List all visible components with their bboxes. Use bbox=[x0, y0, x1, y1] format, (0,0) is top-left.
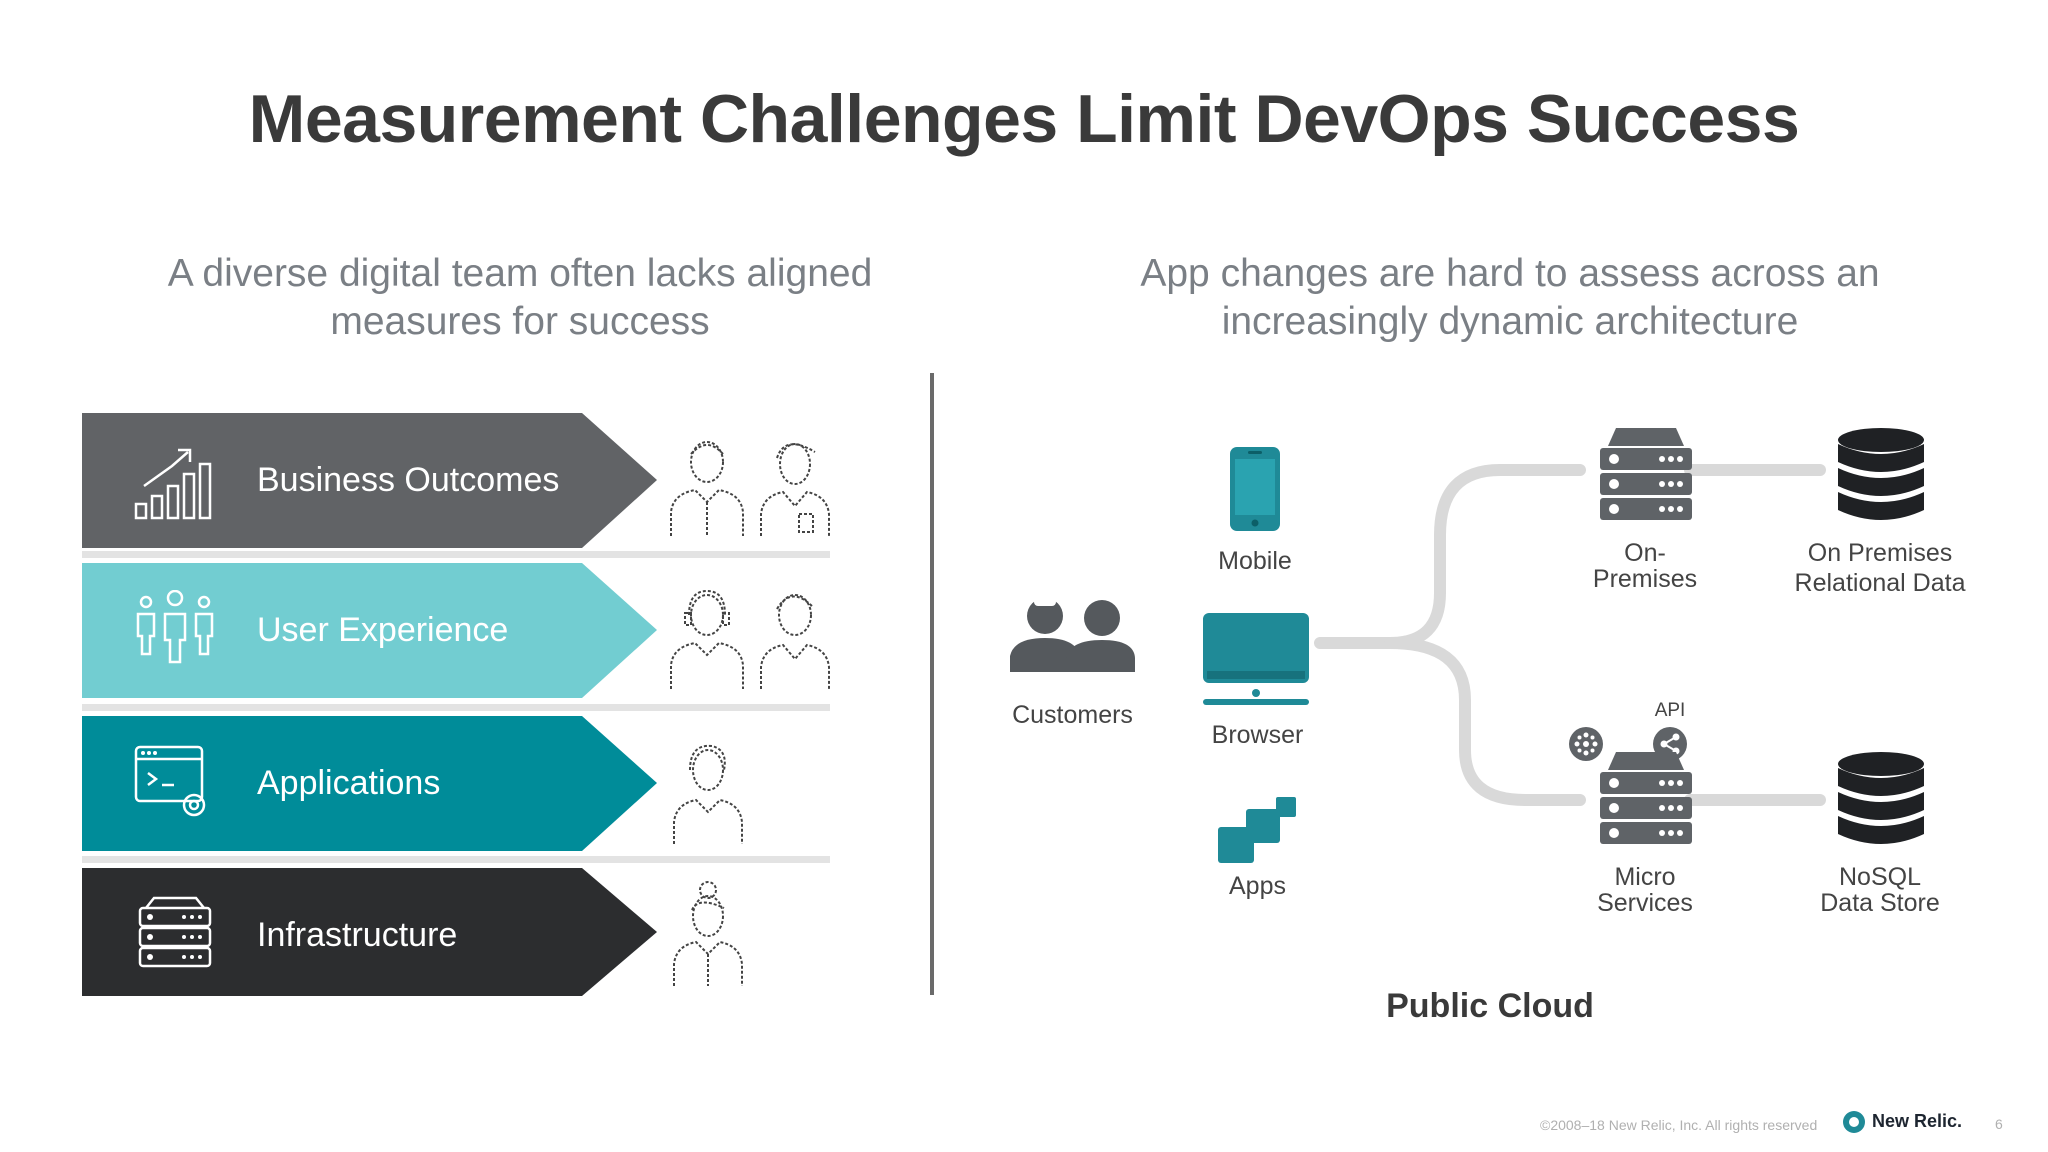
api-label: API bbox=[1654, 700, 1686, 721]
user-group-icon bbox=[136, 590, 214, 664]
relational-data-label-line2: Relational Data bbox=[1794, 569, 1966, 597]
band-separator bbox=[82, 704, 830, 711]
page-number: 6 bbox=[1995, 1116, 2003, 1132]
band-applications: Applications bbox=[82, 716, 657, 851]
person-sketch-icon bbox=[760, 443, 830, 536]
on-premises-label-line2: Premises bbox=[1592, 565, 1698, 593]
micro-services-label-line2: Services bbox=[1597, 889, 1693, 917]
band-label: Business Outcomes bbox=[257, 461, 560, 499]
apps-label: Apps bbox=[1229, 872, 1286, 900]
nosql-label-line1: NoSQL bbox=[1839, 863, 1921, 891]
band-separator bbox=[82, 856, 830, 863]
slide-title: Measurement Challenges Limit DevOps Succ… bbox=[248, 81, 1800, 157]
nosql-label-line2: Data Store bbox=[1820, 889, 1940, 917]
relational-database-icon bbox=[1838, 428, 1924, 520]
code-window-gear-icon bbox=[134, 745, 206, 817]
band-arrow-shape bbox=[82, 868, 657, 996]
public-cloud-label: Public Cloud bbox=[1386, 987, 1594, 1025]
new-relic-logo-icon bbox=[1843, 1111, 1865, 1133]
left-subtitle: A diverse digital team often lacks align… bbox=[167, 252, 873, 343]
band-arrow-shape bbox=[82, 563, 657, 698]
mobile-label: Mobile bbox=[1218, 547, 1292, 575]
new-relic-logo-text: New Relic. bbox=[1872, 1111, 1963, 1131]
copyright-text: ©2008–18 New Relic, Inc. All rights rese… bbox=[1540, 1117, 1818, 1133]
person-sketch-icon bbox=[670, 441, 744, 536]
apps-icon bbox=[1218, 797, 1296, 863]
band-user-experience: User Experience bbox=[82, 563, 657, 698]
micro-services-server-icon bbox=[1600, 752, 1692, 844]
right-subtitle: App changes are hard to assess across an… bbox=[1140, 252, 1880, 343]
relational-data-label-line1: On Premises bbox=[1807, 539, 1953, 567]
band-label: Applications bbox=[257, 764, 441, 802]
band-label: User Experience bbox=[257, 611, 509, 649]
band-arrow-shape bbox=[82, 716, 657, 851]
band-infrastructure: Infrastructure bbox=[82, 868, 657, 1003]
person-sketch-icon bbox=[760, 594, 830, 689]
browser-label: Browser bbox=[1211, 721, 1304, 749]
person-sketch-icon bbox=[673, 744, 743, 844]
on-premises-label-line1: On- bbox=[1624, 539, 1666, 567]
micro-services-label-line1: Micro bbox=[1614, 863, 1676, 891]
column-divider bbox=[930, 373, 934, 995]
person-sketch-icon bbox=[673, 881, 743, 986]
customers-label: Customers bbox=[1012, 701, 1133, 729]
service-hub-icon bbox=[1569, 727, 1603, 761]
server-rack-icon bbox=[138, 896, 212, 968]
browser-monitor-icon bbox=[1203, 613, 1309, 705]
band-label: Infrastructure bbox=[257, 916, 458, 954]
band-arrow-shape bbox=[82, 413, 657, 548]
nosql-database-icon bbox=[1838, 752, 1924, 844]
growth-chart-icon bbox=[134, 448, 212, 520]
mobile-phone-icon bbox=[1230, 447, 1280, 531]
band-separator bbox=[82, 551, 830, 558]
on-premises-server-icon bbox=[1600, 428, 1692, 520]
band-business-outcomes: Business Outcomes bbox=[82, 413, 657, 548]
person-sketch-icon bbox=[670, 589, 744, 689]
customers-icon bbox=[1010, 598, 1135, 672]
